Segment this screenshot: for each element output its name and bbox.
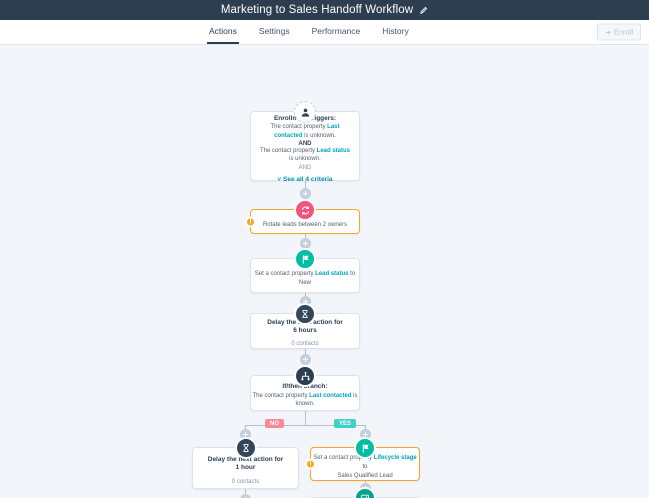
branch-label-no: NO (265, 419, 284, 428)
hourglass-icon (294, 303, 316, 325)
tab-history-label: History (382, 26, 409, 36)
branch-icon (294, 365, 316, 387)
warning-badge: ! (305, 458, 316, 470)
delay-6h-contacts: 0 contacts (291, 341, 319, 348)
tab-actions[interactable]: Actions (207, 20, 239, 44)
tab-bar: Actions Settings Performance History Enr… (0, 20, 649, 45)
see-all-criteria-link[interactable]: ˅ See all 4 criteria (277, 176, 332, 183)
add-step-button[interactable] (359, 429, 371, 440)
set-lifecycle-text: Set a contact property Lifecycle stage t… (311, 454, 419, 471)
criterion-suffix: is unknown. (302, 133, 336, 139)
connector-line (245, 425, 366, 426)
window-titlebar: Marketing to Sales Handoff Workflow (0, 0, 649, 20)
set-property[interactable]: Lifecycle stage (373, 455, 417, 462)
delay-1h-contacts: 0 contacts (231, 479, 260, 486)
tab-settings[interactable]: Settings (257, 20, 292, 44)
set-prefix: Set a contact property (313, 455, 374, 462)
enroll-button[interactable]: Enroll (596, 23, 641, 41)
branch-condition: The contact property Last contacted is k… (251, 392, 359, 409)
rotate-leads-icon (294, 199, 316, 221)
enrollment-and-1: AND (298, 140, 312, 147)
add-step-button[interactable] (239, 494, 251, 498)
card-ifthen-branch[interactable]: If/then branch: The contact property Las… (250, 365, 360, 411)
card-set-lifecycle-stage[interactable]: ! Set a contact property Lifecycle stage… (305, 437, 420, 481)
delay-6h-line2: 6 hours (293, 327, 317, 335)
enrollment-and-2: AND (298, 165, 312, 172)
branch-property[interactable]: Last contacted (309, 392, 352, 399)
contact-icon (294, 101, 316, 123)
connector-line (305, 411, 306, 425)
workflow-canvas[interactable]: Enrollment triggers: The contact propert… (0, 45, 649, 498)
flag-icon (294, 248, 316, 270)
enroll-icon (605, 29, 611, 35)
flag-icon (354, 437, 376, 459)
enrollment-criterion-1: The contact property Last contacted is u… (258, 123, 352, 140)
set-lifecycle-value: Sales Qualified Lead (337, 472, 393, 479)
card-enrollment-triggers[interactable]: Enrollment triggers: The contact propert… (250, 101, 360, 183)
card-delay-6-hours[interactable]: Delay the next action for 6 hours 0 cont… (250, 303, 360, 349)
criterion-prefix: The contact property (259, 147, 317, 154)
hourglass-icon (234, 437, 257, 459)
tab-actions-label: Actions (209, 26, 237, 36)
delay-1h-line2: 1 hour (235, 464, 256, 472)
branch-label-yes: YES (334, 419, 357, 428)
set-prefix: Set a contact property (254, 270, 316, 277)
criterion-suffix: is unknown. (289, 156, 321, 163)
criterion-property[interactable]: Last contacted (274, 124, 340, 139)
pencil-icon[interactable] (419, 6, 428, 15)
criterion-prefix: The contact property (270, 124, 328, 131)
rotate-leads-text: Rotate leads between 2 owners (262, 221, 348, 228)
chevron-down-icon: ˅ (277, 176, 281, 183)
set-property[interactable]: Lead status (315, 270, 349, 277)
add-step-button[interactable] (239, 429, 251, 440)
add-step-button[interactable] (299, 296, 311, 307)
warning-badge: ! (245, 216, 256, 227)
add-step-button[interactable] (299, 188, 311, 199)
tab-history[interactable]: History (380, 20, 410, 44)
page-title: Marketing to Sales Handoff Workflow (220, 4, 414, 16)
card-delay-1-hour[interactable]: Delay the next action for 1 hour 0 conta… (192, 437, 299, 489)
add-step-button[interactable] (299, 354, 311, 365)
tab-settings-label: Settings (258, 26, 290, 36)
tab-performance[interactable]: Performance (310, 20, 363, 44)
set-lead-status-text: Set a contact property Lead status to Ne… (251, 270, 359, 287)
tab-list: Actions Settings Performance History (207, 20, 411, 44)
see-all-criteria-label: See all 4 criteria (283, 176, 333, 184)
card-rotate-leads[interactable]: ! Rotate leads between 2 owners (245, 199, 360, 234)
add-step-button[interactable] (299, 238, 311, 249)
set-suffix: to (362, 464, 368, 471)
delay-1h-line1: Delay the next action for (207, 455, 284, 463)
branch-prefix: The contact property (252, 392, 310, 399)
enrollment-criterion-2: The contact property Lead status is unkn… (258, 147, 352, 164)
enroll-button-label: Enroll (613, 27, 633, 37)
card-set-lead-status[interactable]: Set a contact property Lead status to Ne… (250, 248, 360, 293)
criterion-property[interactable]: Lead status (316, 147, 351, 154)
tab-performance-label: Performance (311, 26, 361, 36)
set-suffix: to New (298, 270, 356, 286)
task-icon (354, 487, 376, 498)
branch-suffix: is known. (295, 392, 358, 408)
